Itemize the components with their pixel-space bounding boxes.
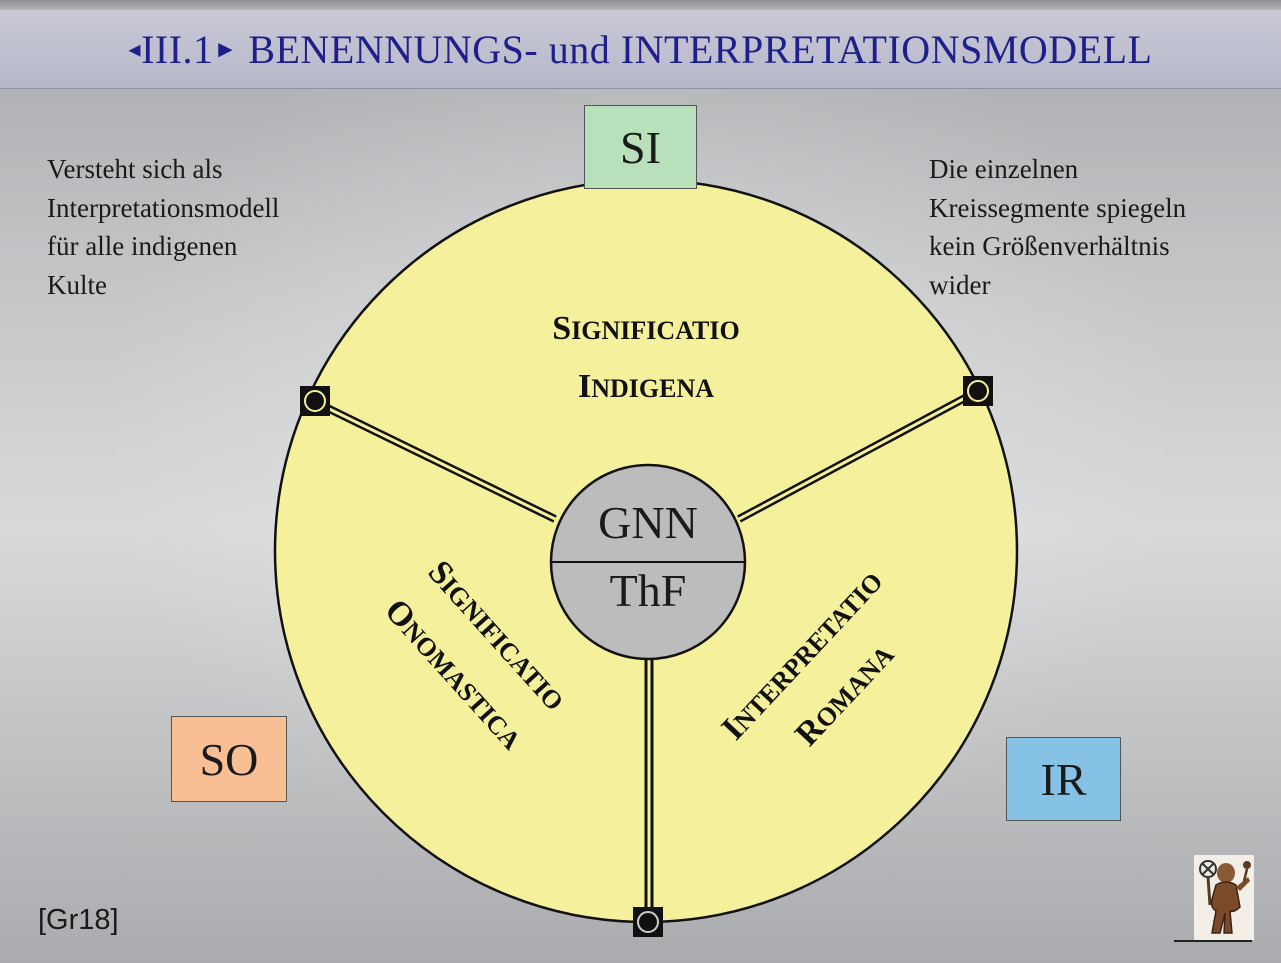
section-number: III.1 [141, 26, 214, 72]
segment-top-label: SIGNIFICATIO INDIGENA [552, 310, 739, 405]
center-top-label: GNN [598, 497, 698, 548]
ir-box: IR [1006, 737, 1121, 821]
center-bottom-label: ThF [610, 565, 687, 616]
next-arrow-icon[interactable]: ► [213, 36, 238, 63]
segment-top-line2-initial: I [578, 368, 591, 405]
so-box: SO [171, 716, 287, 802]
ring-node-icon [633, 907, 663, 937]
note-right: Die einzelnen Kreissegmente spiegeln kei… [929, 154, 1187, 300]
prev-arrow-icon[interactable]: ◂ [128, 36, 142, 63]
si-box: SI [584, 105, 697, 189]
title-text: BENENNUNGS- und INTERPRETATIONSMODELL [248, 26, 1153, 72]
page-title: ◂III.1► BENENNUNGS- und INTERPRETATIONSM… [129, 26, 1153, 73]
segment-top-line1-rest: IGNIFICATIO [571, 316, 740, 345]
divider-right [737, 387, 980, 523]
ring-node-icon [300, 386, 330, 416]
svg-text:SIGNIFICATIO: SIGNIFICATIO [552, 310, 739, 347]
ring-node-icon [963, 376, 993, 406]
divider-left [311, 397, 557, 523]
title-bar: ◂III.1► BENENNUNGS- und INTERPRETATIONSM… [0, 10, 1281, 89]
mascot-underline [1174, 940, 1252, 942]
center-hub: GNN ThF [549, 463, 747, 661]
svg-text:INDIGENA: INDIGENA [578, 368, 714, 405]
note-left: Versteht sich als Interpretationsmodell … [47, 154, 280, 300]
reference-label: [Gr18] [38, 904, 119, 936]
top-band [0, 0, 1281, 10]
figure-mascot-icon[interactable] [1194, 855, 1254, 940]
segment-top-line2-rest: NDIGENA [591, 374, 714, 403]
segment-top-line1-initial: S [552, 310, 571, 347]
